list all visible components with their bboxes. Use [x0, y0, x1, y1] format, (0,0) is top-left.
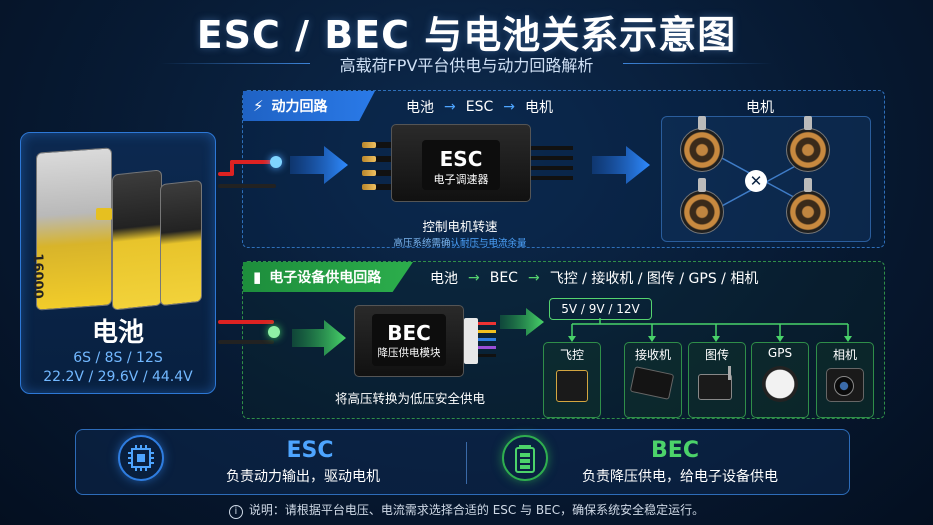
subtitle-right-line: [623, 63, 773, 64]
bec-subtitle: 降压供电模块: [377, 347, 441, 359]
power-loop-tab: ⚡ 动力回路: [243, 91, 375, 121]
bec-connector-glow: [268, 326, 280, 338]
esc-note: 高压系统需确认耐压与电流余量: [360, 235, 560, 249]
electronics-flow-step: BEC: [489, 270, 518, 286]
electronics-arrow-icon: [292, 320, 346, 356]
power-flow-step: 电机: [524, 100, 553, 116]
subtitle-left-line: [160, 63, 310, 64]
power-wire-red: [230, 160, 234, 176]
flight-controller-icon: [556, 370, 588, 402]
motor-icon: [680, 128, 724, 172]
motor-icon: [786, 128, 830, 172]
battery-pack-small: [160, 179, 202, 307]
arrow-right-icon: →: [468, 270, 480, 286]
electronics-arrow-icon: [500, 308, 544, 336]
battery-pack-medium: [112, 169, 162, 311]
motor-shaft: [804, 178, 812, 192]
summary-bec-description: 负责降压供电，给电子设备供电: [582, 469, 778, 485]
battery-icon: ▮: [253, 268, 262, 286]
page-title: ESC / BEC 与电池关系示意图: [196, 13, 737, 57]
power-arrow-icon: [290, 146, 348, 184]
power-wire-black: [218, 184, 276, 188]
motor-icon: [786, 190, 830, 234]
device-label: 相机: [832, 348, 857, 362]
arrow-right-icon: →: [527, 270, 540, 286]
motor-icon: [680, 190, 724, 234]
page-subtitle: 高载荷FPV平台供电与动力回路解析: [339, 56, 594, 75]
summary-esc-description: 负责动力输出，驱动电机: [226, 469, 380, 485]
esc-note-highlight: 认耐压与电流余量: [450, 238, 527, 249]
antenna-icon: [728, 366, 731, 380]
battery-label: 电池: [91, 318, 144, 348]
battery-icon: [502, 435, 548, 481]
motor-label: 电机: [746, 100, 774, 116]
power-arrow-icon: [592, 146, 650, 184]
arrow-right-icon: →: [503, 99, 515, 115]
power-connector-glow: [270, 156, 282, 168]
electronics-flow: 电池 → BEC → 飞控 / 接收机 / 图传 / GPS / 相机: [430, 268, 758, 288]
battery-pack-text: 16000: [30, 253, 45, 300]
device-card: [816, 342, 874, 418]
esc-title: ESC: [439, 147, 483, 171]
power-flow-step: ESC: [465, 99, 494, 115]
power-flow: 电池 → ESC → 电机: [406, 97, 553, 117]
bec-caption: 将高压转换为低压安全供电: [334, 391, 485, 406]
summary-divider: [466, 442, 467, 484]
battery-pack-large: 16000: [30, 147, 112, 311]
esc-bullet-connector: [362, 184, 376, 190]
esc-subtitle: 电子调速器: [433, 173, 489, 186]
bec-label-plate: [372, 314, 446, 366]
power-wire-red: [218, 172, 232, 176]
lightning-icon: ⚡: [253, 97, 264, 115]
motor-shaft: [804, 116, 812, 130]
device-label: 接收机: [634, 348, 671, 362]
motor-shaft: [698, 178, 706, 192]
esc-note-prefix: 高压系统需确: [393, 238, 451, 249]
bec-lead: [478, 338, 496, 341]
bec-wire-black: [218, 340, 274, 344]
bec-lead: [478, 330, 496, 333]
device-label: 图传: [704, 348, 729, 362]
summary-panel: [75, 429, 850, 495]
chip-icon: [118, 435, 164, 481]
bec-wire-red: [218, 320, 274, 324]
bec-lead: [478, 346, 496, 349]
bec-title: BEC: [387, 321, 431, 345]
power-loop-tab-label: 动力回路: [271, 99, 328, 115]
esc-caption: 控制电机转速: [422, 219, 498, 234]
bec-lead: [478, 322, 496, 325]
esc-bullet-connector: [362, 170, 376, 176]
esc-label-plate: [422, 140, 500, 190]
esc-input-wires: [376, 142, 392, 190]
footnote-text: 说明：请根据平台电压、电流需求选择合适的 ESC 与 BEC，确保系统安全稳定运…: [248, 503, 705, 517]
video-transmitter-icon: [698, 374, 732, 400]
electronics-loop-tab: ▮ 电子设备供电回路: [243, 262, 413, 292]
xt-plug-icon: [96, 208, 112, 220]
battery-voltages: 22.2V / 29.6V / 44.4V: [43, 369, 193, 385]
bec-lead: [478, 354, 496, 357]
electronics-loop-tab-label: 电子设备供电回路: [269, 270, 382, 286]
info-icon: i: [228, 505, 243, 519]
device-label: GPS: [767, 346, 793, 360]
camera-lens-icon: [834, 376, 854, 396]
electronics-flow-step: 飞控 / 接收机 / 图传 / GPS / 相机: [549, 271, 759, 287]
bec-output-voltages: 5V / 9V / 12V: [549, 298, 652, 320]
summary-bec-title: BEC: [651, 438, 699, 463]
esc-bullet-connector: [362, 142, 376, 148]
electronics-flow-step: 电池: [430, 271, 458, 287]
distribution-lines: [568, 318, 852, 342]
arrow-right-icon: →: [444, 99, 456, 115]
motor-shaft: [698, 116, 706, 130]
power-wire-red: [230, 160, 272, 164]
footnote: i 说明：请根据平台电压、电流需求选择合适的 ESC 与 BEC，确保系统安全稳定…: [0, 501, 933, 519]
bec-output-connector: [464, 318, 478, 364]
battery-cell-counts: 6S / 8S / 12S: [73, 350, 163, 366]
device-label: 飞控: [559, 348, 584, 362]
frame-center-x-icon: ✕: [745, 170, 767, 192]
summary-esc-title: ESC: [286, 438, 334, 463]
gps-icon: [762, 366, 798, 402]
esc-bullet-connector: [362, 156, 376, 162]
esc-output-wires: [531, 146, 573, 186]
power-flow-step: 电池: [406, 100, 434, 116]
